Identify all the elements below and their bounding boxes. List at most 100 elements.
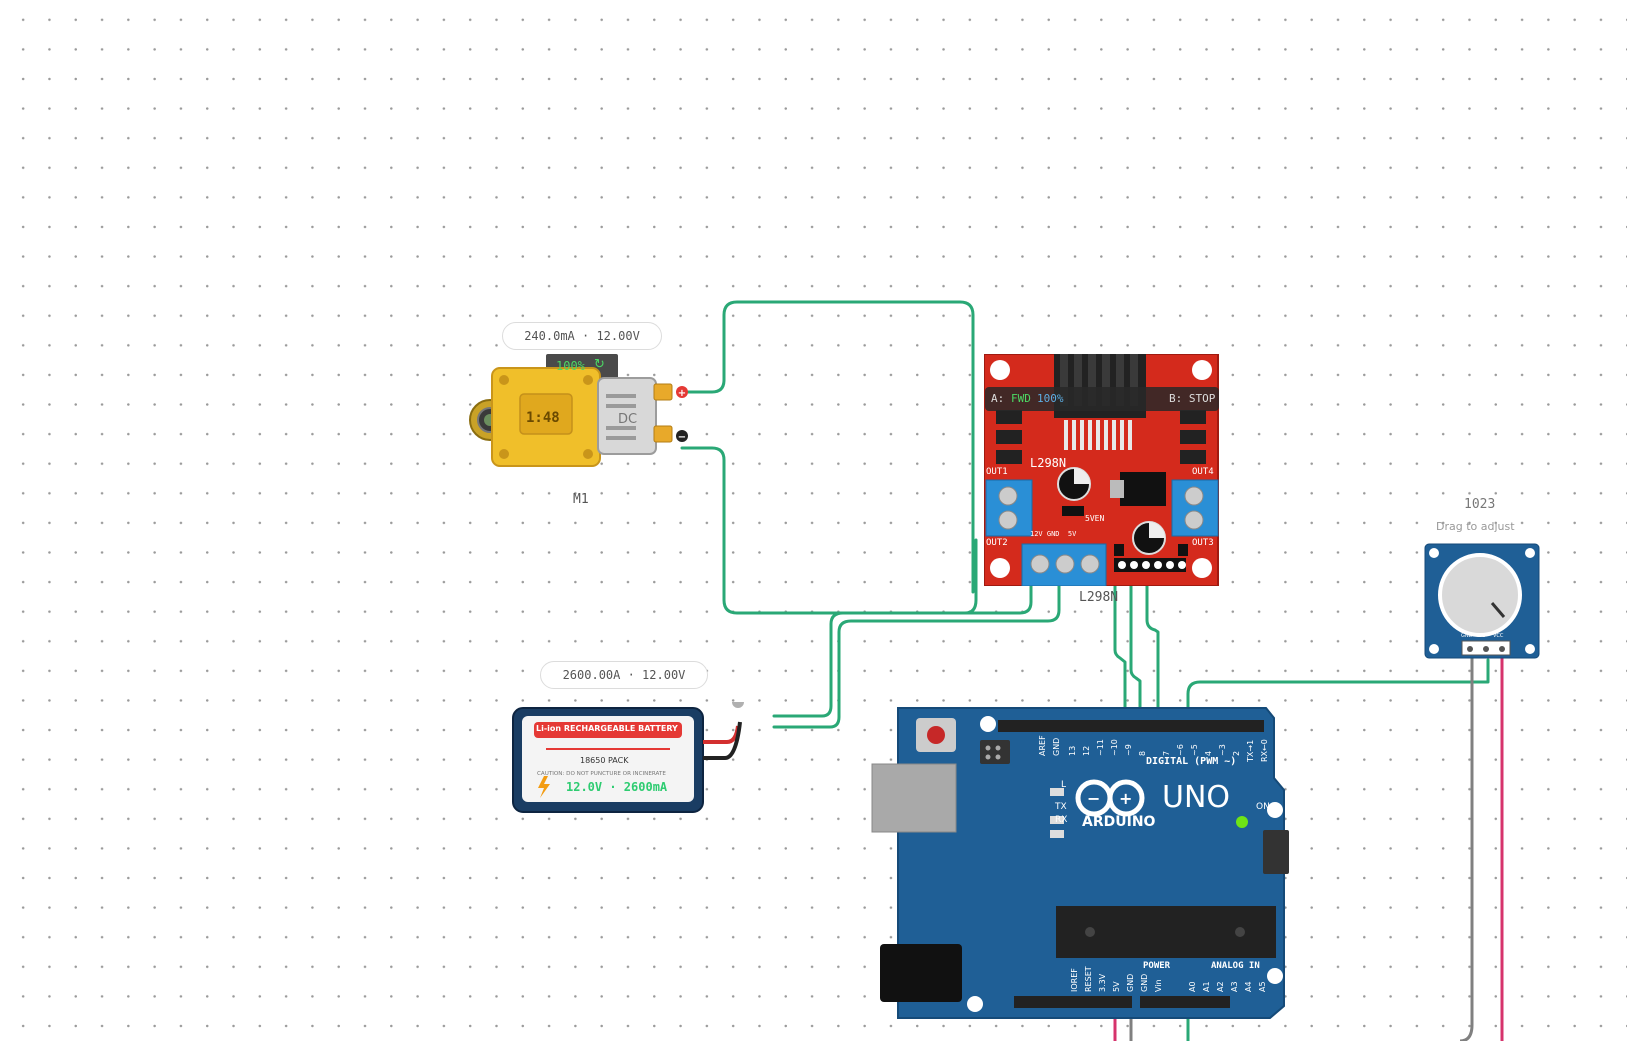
- 5ven-jumper[interactable]: [1062, 506, 1084, 516]
- pot-pin-gnd: GND: [1461, 633, 1473, 639]
- wire-in2-pin8[interactable]: [1129, 581, 1142, 722]
- pin-3: ~3: [1218, 744, 1227, 756]
- pin-5: ~5: [1190, 744, 1199, 756]
- pin-a5: A5: [1258, 981, 1267, 992]
- driver-chip-label: L298N: [1030, 456, 1067, 470]
- pin-vin: Vin: [1154, 979, 1163, 992]
- pin-aref: AREF: [1038, 735, 1047, 756]
- l-label: L: [1061, 780, 1067, 790]
- pin-7: 7: [1162, 750, 1171, 756]
- pin-a4: A4: [1244, 981, 1253, 992]
- tx-label: TX: [1055, 802, 1067, 812]
- analog-label: ANALOG IN: [1211, 961, 1260, 971]
- power-labels: 12V GND 5V: [1030, 530, 1077, 538]
- pot-value: 1023: [1464, 497, 1496, 512]
- jumper-label: 5VEN: [1085, 514, 1105, 523]
- pin-1: TX→1: [1246, 739, 1255, 762]
- pin-13: 13: [1068, 745, 1077, 756]
- digital-header[interactable]: [998, 720, 1264, 732]
- usb-port: [871, 763, 957, 833]
- wire-motor-plus[interactable]: [680, 300, 975, 594]
- pin-gnd-2: GND: [1140, 973, 1149, 992]
- wire-ena-pin10[interactable]: [1145, 581, 1160, 722]
- bottom-pin-labels: IOREF RESET 3.3V 5V GND GND Vin A0 A1 A2…: [1070, 966, 1290, 1032]
- arduino-model: UNO: [1162, 780, 1231, 815]
- pin-12: 12: [1082, 745, 1091, 756]
- arduino-uno[interactable]: − +: [868, 706, 1300, 1026]
- pot-pin-vcc: VCC: [1493, 633, 1504, 639]
- battery-header: Li-ion RECHARGEABLE BATTERY: [536, 724, 678, 733]
- driver-status-bar: A: FWD 100% B: STOP: [985, 387, 1219, 411]
- on-led: [1236, 816, 1248, 828]
- battery-pack: 18650 PACK: [580, 756, 629, 765]
- battery-rating: 12.0V · 2600mA: [566, 780, 668, 794]
- rx-label: RX: [1055, 815, 1068, 825]
- battery[interactable]: [512, 702, 752, 814]
- motor-terminal-minus[interactable]: [653, 425, 673, 443]
- pin-4: 4: [1204, 750, 1213, 756]
- control-header[interactable]: [1114, 544, 1188, 572]
- infinity-logo: [1075, 779, 1145, 817]
- svg-text:−: −: [1087, 789, 1100, 808]
- pin-gnd: GND: [1052, 737, 1061, 756]
- pin-0: RX←0: [1260, 739, 1269, 762]
- out1-label: OUT1: [986, 467, 1008, 477]
- pin-9: ~9: [1124, 744, 1133, 756]
- out3-label: OUT3: [1192, 538, 1214, 548]
- status-a-dir: FWD: [1011, 392, 1031, 405]
- battery-readout: 2600.00A · 12.00V: [540, 661, 708, 689]
- power-header[interactable]: [1014, 996, 1132, 1008]
- dc-jack: [880, 944, 962, 1002]
- battery-terminal[interactable]: [732, 702, 744, 708]
- on-label: ON: [1256, 802, 1270, 812]
- svg-text:+: +: [678, 388, 686, 399]
- digital-label: DIGITAL (PWM ~): [1146, 756, 1237, 767]
- motor-name: M1: [573, 492, 589, 507]
- wire-battery-plus[interactable]: [772, 578, 1033, 718]
- pin-2: 2: [1232, 750, 1241, 756]
- potentiometer[interactable]: [1424, 543, 1540, 659]
- svg-text:−: −: [678, 432, 686, 443]
- pot-hint: Drag to adjust: [1436, 520, 1515, 533]
- pin-a1: A1: [1202, 981, 1211, 992]
- pin-6: ~6: [1176, 744, 1185, 756]
- lightning-icon: [538, 776, 550, 798]
- status-a-prefix: A:: [991, 392, 1005, 405]
- wire-motor-minus[interactable]: [680, 446, 978, 615]
- pin-a2: A2: [1216, 981, 1225, 992]
- out2-label: OUT2: [986, 538, 1008, 548]
- pin-3v3: 3.3V: [1098, 973, 1107, 992]
- pin-10: ~10: [1110, 739, 1119, 756]
- dc-motor[interactable]: + −: [468, 354, 690, 474]
- pin-11: ~11: [1096, 739, 1105, 756]
- wire-pot-sig[interactable]: [1186, 658, 1490, 1041]
- pin-ioref: IOREF: [1070, 968, 1079, 992]
- status-b: B: STOP: [1169, 392, 1216, 405]
- wire-battery-gnd[interactable]: [772, 578, 1061, 729]
- pin-a3: A3: [1230, 981, 1239, 992]
- wire-in1-pin9[interactable]: [1113, 581, 1127, 722]
- pot-knob[interactable]: [1438, 553, 1522, 637]
- motor-speed: 100%: [556, 359, 585, 373]
- battery-caution: CAUTION: DO NOT PUNCTURE OR INCINERATE: [537, 771, 666, 777]
- pin-reset: RESET: [1084, 966, 1093, 992]
- wire-pot-gnd[interactable]: [1459, 650, 1474, 1041]
- refresh-icon[interactable]: ↻: [594, 357, 605, 372]
- pin-gnd-1: GND: [1126, 973, 1135, 992]
- analog-header[interactable]: [1140, 996, 1230, 1008]
- motor-gear-ratio: 1:48: [526, 410, 560, 426]
- pin-a0: A0: [1188, 981, 1197, 992]
- arduino-brand: ARDUINO: [1082, 814, 1156, 830]
- svg-text:+: +: [1119, 789, 1132, 808]
- pin-8: 8: [1138, 750, 1147, 756]
- driver-name: L298N: [1079, 590, 1119, 605]
- pin-5v: 5V: [1112, 981, 1121, 992]
- out4-label: OUT4: [1192, 467, 1214, 477]
- motor-terminal-plus[interactable]: [653, 383, 673, 401]
- digital-pin-labels: AREF GND 13 12 ~11 ~10 ~9 8 7 ~6 ~5 4 ~3…: [1038, 735, 1278, 762]
- power-label: POWER: [1143, 961, 1171, 971]
- status-a-speed: 100%: [1037, 392, 1064, 405]
- motor-type-label: DC: [618, 412, 638, 427]
- pot-pin-sig: SIG: [1477, 633, 1486, 639]
